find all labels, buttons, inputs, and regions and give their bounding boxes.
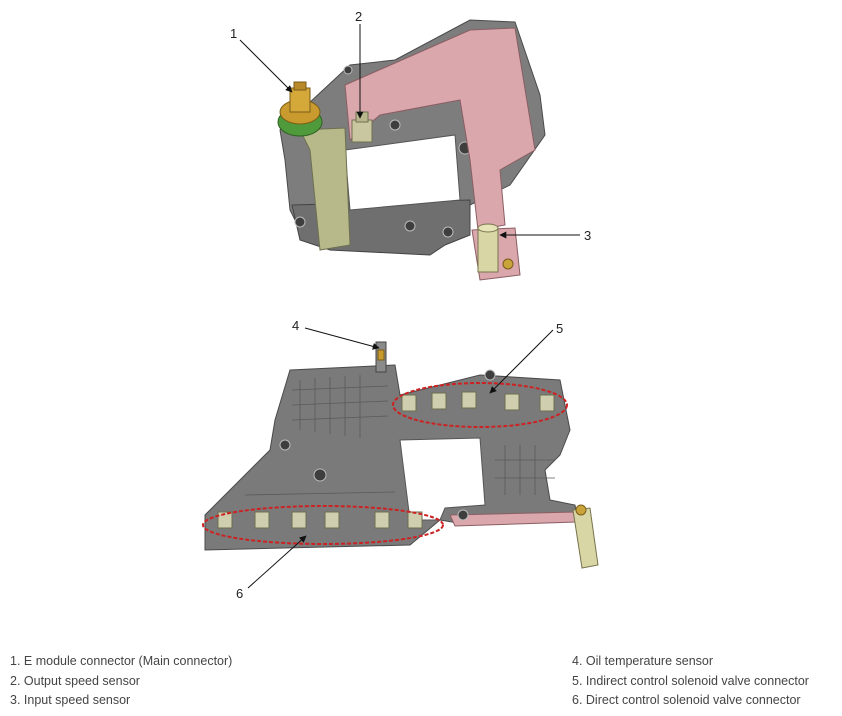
upper-mounting-holes [294,65,472,238]
main-connector [277,81,323,137]
direct-solenoid-highlight [202,505,444,545]
callout-5: 5 [556,321,563,336]
callout-4: 4 [292,318,299,333]
legend-item-5: 5. Indirect control solenoid valve conne… [572,673,809,688]
callout-lines [239,24,580,589]
lower-pink-edge [449,511,577,527]
legend-item-3: 3. Input speed sensor [10,693,131,707]
legend-item-2: 2. Output speed sensor [10,673,140,688]
lower-mounting-holes [279,369,496,521]
upper-window [344,134,461,211]
upper-olive-bracket [299,127,351,251]
callout-3: 3 [584,228,591,243]
lower-sensor-post [572,504,599,569]
upper-assembly [277,19,546,281]
legend-item-4: 4. Oil temperature sensor [572,654,714,668]
oil-temperature-sensor-tip [377,349,385,361]
lower-assembly [202,341,599,569]
legend-right: 4. Oil temperature sensor 5. Indirect co… [572,652,809,711]
diagram-figure: 1 2 3 4 5 6 [202,9,599,601]
legend-item-1: 1. E module connector (Main connector) [10,654,233,668]
legend-item-6: 6. Direct control solenoid valve connect… [572,693,801,707]
input-speed-sensor [477,223,514,273]
callout-1: 1 [230,26,237,41]
indirect-solenoid-connectors [401,391,555,412]
callout-6: 6 [236,586,243,601]
legend-left: 1. E module connector (Main connector) 2… [10,652,232,711]
callout-2: 2 [355,9,362,24]
indirect-solenoid-highlight [392,382,568,428]
